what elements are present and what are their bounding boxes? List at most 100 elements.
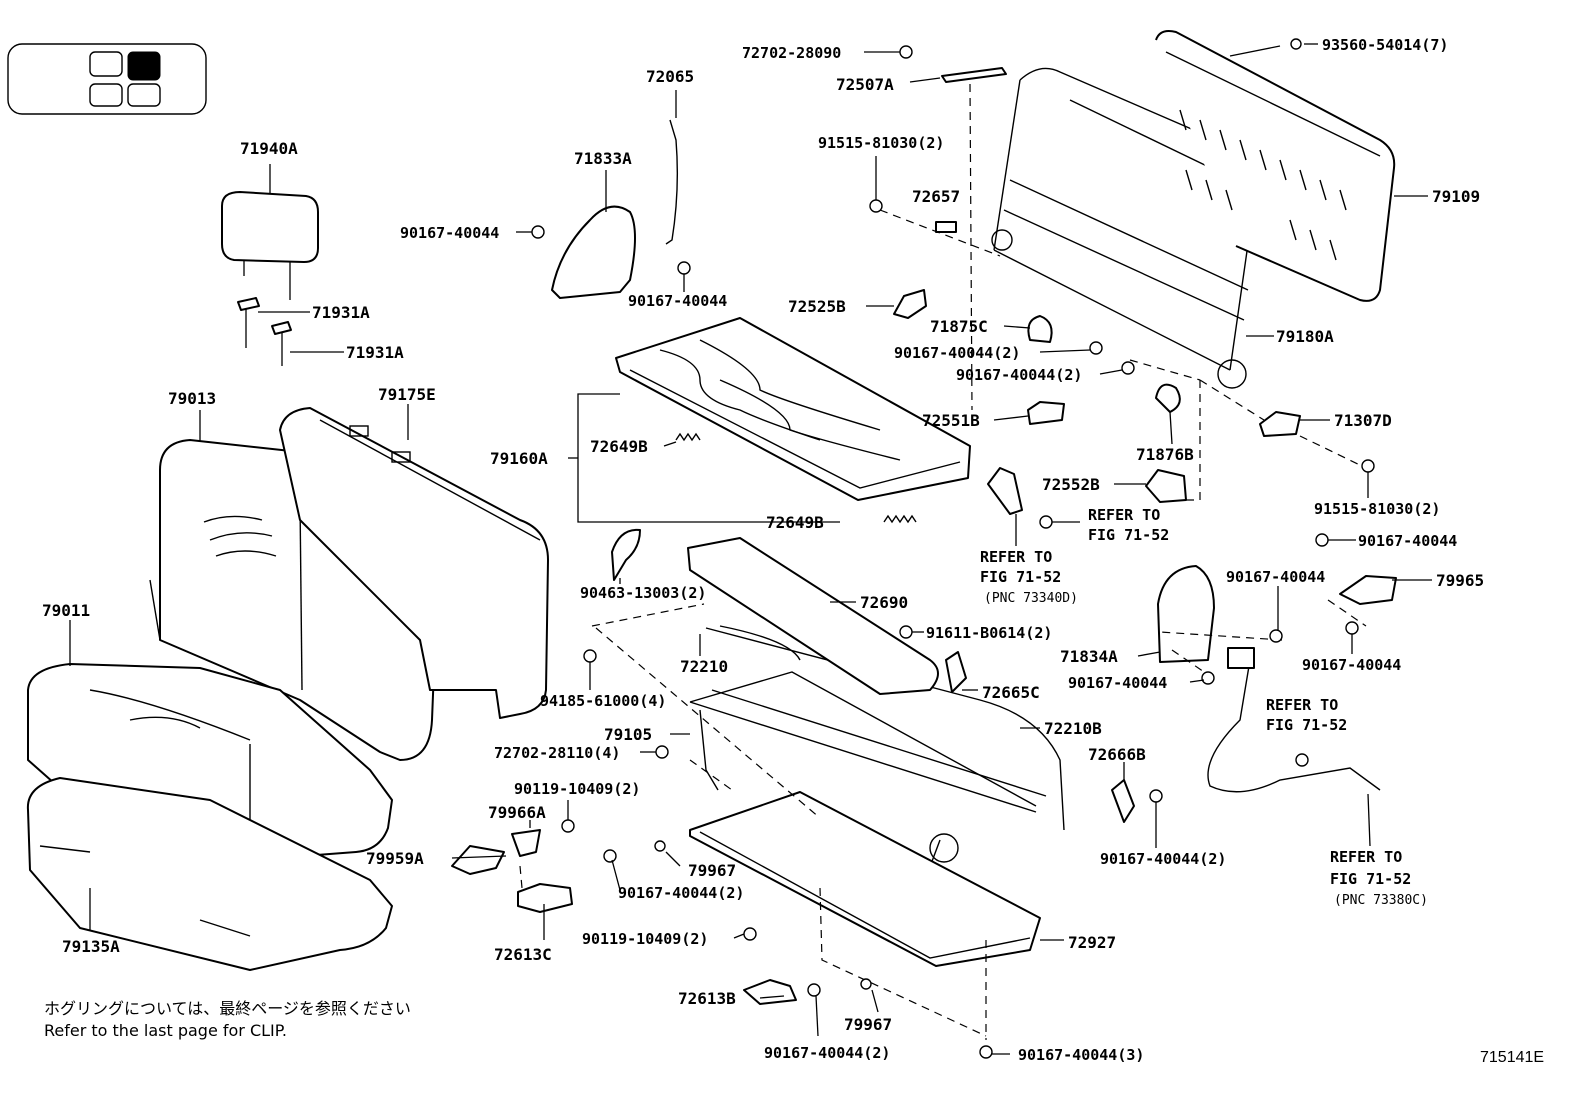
label-72649B-1: 72649B [590, 437, 648, 456]
label-leader-lines [451, 43, 1432, 1055]
refer-to-1[interactable]: REFER TO [1088, 506, 1160, 524]
label-90167-40044-b: 90167-40044 [628, 292, 727, 310]
bracket-71307D [1259, 411, 1301, 437]
refer-to-2[interactable]: REFER TO [980, 548, 1052, 566]
cable-72210 [719, 625, 801, 661]
label-72525B: 72525B [788, 297, 846, 316]
rod-72690 [687, 537, 939, 695]
label-72507A: 72507A [836, 75, 894, 94]
label-79959A: 79959A [366, 849, 424, 868]
label-79965: 79965 [1436, 571, 1484, 590]
refer-pnc-2: (PNC 73340D) [984, 591, 1078, 606]
label-79160A: 79160A [490, 449, 548, 468]
belt-guide-71833A [551, 205, 636, 299]
label-90167-40044-f: 90167-40044(2) [764, 1044, 890, 1062]
label-90167-40044-i: 90167-40044 [1358, 532, 1457, 550]
seat-frame-drawing [615, 317, 971, 501]
label-71875C: 71875C [930, 317, 988, 336]
label-72613B: 72613B [678, 989, 736, 1008]
clip-note-english: Refer to the last page for CLIP. [44, 1021, 287, 1040]
refer-fig-2[interactable]: FIG 71-52 [980, 568, 1061, 586]
cable-72210B [705, 627, 1065, 831]
strip-72507A [941, 67, 1007, 83]
guide-71834A [1157, 565, 1215, 663]
label-72613C: 72613C [494, 945, 552, 964]
label-79105: 79105 [604, 725, 652, 744]
label-90167-40044-d: 90167-40044(2) [956, 366, 1082, 384]
bracket-79959A [451, 845, 505, 875]
bracket-72551B [1027, 401, 1065, 425]
bracket-72613B [743, 979, 797, 1005]
clip-71875C [1027, 315, 1053, 343]
dashed-leader-lines [519, 83, 1367, 1040]
label-79011: 79011 [42, 601, 90, 620]
belt-refer [1207, 659, 1381, 793]
refer-to-4[interactable]: REFER TO [1330, 848, 1402, 866]
label-72210B: 72210B [1044, 719, 1102, 738]
buckle-refer [987, 467, 1023, 515]
refer-fig-1[interactable]: FIG 71-52 [1088, 526, 1169, 544]
label-91515-81030-2: 91515-81030(2) [1314, 500, 1440, 518]
label-90167-40044-c: 90167-40044(2) [894, 344, 1020, 362]
refer-to-3[interactable]: REFER TO [1266, 696, 1338, 714]
label-72666B: 72666B [1088, 745, 1146, 764]
spring-72649B-1 [675, 432, 701, 442]
bracket-72665C [945, 651, 967, 693]
label-79013: 79013 [168, 389, 216, 408]
clip-note-japanese: ホグリングについては、最終ページを参照ください [44, 999, 411, 1018]
label-90463-13003: 90463-13003(2) [580, 584, 706, 602]
label-91515-81030-1: 91515-81030(2) [818, 134, 944, 152]
label-90119-10409-1: 90119-10409(2) [514, 780, 640, 798]
label-79109: 79109 [1432, 187, 1480, 206]
label-94185-61000: 94185-61000(4) [540, 692, 666, 710]
label-71833A: 71833A [574, 149, 632, 168]
label-79135A: 79135A [62, 937, 120, 956]
label-90167-40044-g: 90167-40044(3) [1018, 1046, 1144, 1064]
vehicle-locator-icon [7, 43, 207, 115]
label-90167-40044-a: 90167-40044 [400, 224, 499, 242]
bracket-72552B [1145, 469, 1187, 503]
label-71307D: 71307D [1334, 411, 1392, 430]
label-90167-40044-j: 90167-40044 [1226, 568, 1325, 586]
label-72702-28090: 72702-28090 [742, 44, 841, 62]
label-93560-54014: 93560-54014(7) [1322, 36, 1448, 54]
seat-back-panel-drawing [1155, 30, 1396, 302]
bracket-79965 [1339, 575, 1397, 605]
label-90167-40044-h: 90167-40044(2) [1100, 850, 1226, 868]
stopper-72657 [935, 221, 957, 233]
figure-code: 715141E [1480, 1049, 1544, 1066]
label-71940A: 71940A [240, 139, 298, 158]
cable-tie-90463 [611, 528, 641, 581]
label-71834A: 71834A [1060, 647, 1118, 666]
clip-71876B [1155, 383, 1181, 413]
label-91611-B0614: 91611-B0614(2) [926, 624, 1052, 642]
label-79180A: 79180A [1276, 327, 1334, 346]
label-90119-10409-2: 90119-10409(2) [582, 930, 708, 948]
label-79967-1: 79967 [688, 861, 736, 880]
refer-pnc-4: (PNC 73380C) [1334, 893, 1428, 908]
label-72649B-2: 72649B [766, 513, 824, 532]
label-79175E: 79175E [378, 385, 436, 404]
label-90167-40044-k: 90167-40044 [1302, 656, 1401, 674]
seat-cushion-pad-drawing [26, 777, 393, 971]
seat-lower-frame-drawing [689, 671, 1047, 967]
label-72657: 72657 [912, 187, 960, 206]
refer-fig-4[interactable]: FIG 71-52 [1330, 870, 1411, 888]
label-79966A: 79966A [488, 803, 546, 822]
label-72552B: 72552B [1042, 475, 1100, 494]
belt-anchor [1227, 647, 1255, 669]
label-72210: 72210 [680, 657, 728, 676]
strap-72065 [665, 119, 679, 245]
seat-back-board-drawing [279, 407, 549, 719]
label-90167-40044-e: 90167-40044(2) [618, 884, 744, 902]
refer-fig-3[interactable]: FIG 71-52 [1266, 716, 1347, 734]
spring-72649B-2 [883, 514, 917, 524]
label-71931A-1: 71931A [312, 303, 370, 322]
label-79967-2: 79967 [844, 1015, 892, 1034]
bracket-72613C [517, 883, 573, 913]
label-71876B: 71876B [1136, 445, 1194, 464]
label-71931A-2: 71931A [346, 343, 404, 362]
label-72690: 72690 [860, 593, 908, 612]
label-90167-40044-l: 90167-40044 [1068, 674, 1167, 692]
